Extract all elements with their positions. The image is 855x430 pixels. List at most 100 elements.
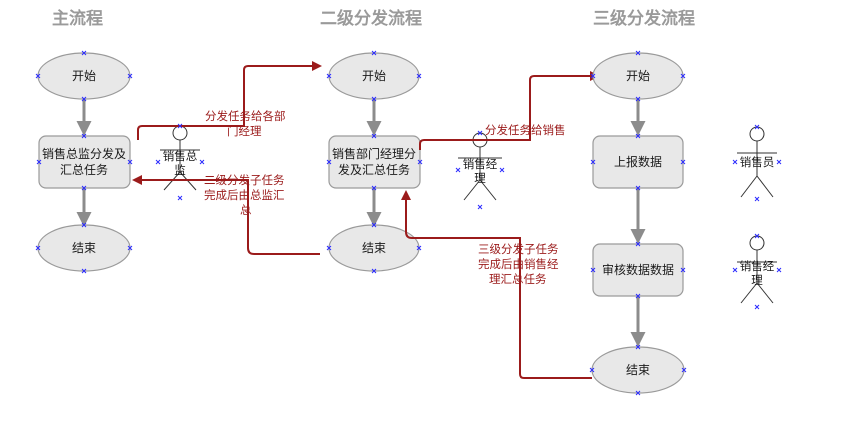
third-start-node[interactable]: 开始 [592, 52, 684, 100]
connection-marker [326, 159, 332, 165]
heading-second-level-flow: 二级分发流程 [320, 8, 422, 29]
sales-manager-actor-label-line2: 理 [751, 273, 763, 287]
sales-manager-actor: 销售经 理 [737, 235, 777, 304]
connection-marker [81, 268, 87, 274]
third-review-node[interactable]: 审核数据数据 [592, 243, 684, 297]
manager-actor-label-line1: 销售经 [463, 157, 498, 171]
connection-marker [371, 185, 377, 191]
heading-third-level-flow: 三级分发流程 [593, 8, 695, 29]
connection-marker [127, 159, 133, 165]
connection-marker [680, 73, 686, 79]
connection-marker [635, 344, 641, 350]
main-start-node[interactable]: 开始 [37, 52, 131, 100]
main-task-label-line2: 汇总任务 [60, 162, 108, 177]
connection-markers [35, 50, 782, 396]
second-end-label: 结束 [362, 241, 386, 255]
connection-marker [732, 159, 738, 165]
connection-marker [199, 159, 205, 165]
third-start-label: 开始 [626, 69, 650, 83]
connection-marker [371, 50, 377, 56]
arrow-summary-to-manager [401, 190, 592, 379]
connection-marker [499, 167, 505, 173]
connection-marker [590, 267, 596, 273]
connection-marker [455, 167, 461, 173]
connection-marker [371, 96, 377, 102]
connection-marker [81, 185, 87, 191]
connection-marker [177, 123, 183, 129]
second-task-label-line1: 销售部门经理分 [332, 146, 416, 161]
label-dispatch-dept-line2: 门经理 [227, 124, 262, 138]
connection-marker [680, 267, 686, 273]
connection-marker [635, 390, 641, 396]
main-task-node[interactable]: 销售总监分发及 汇总任务 [38, 135, 131, 189]
arrow-dispatch-to-sales [419, 71, 600, 150]
connection-marker [635, 96, 641, 102]
connection-marker [35, 73, 41, 79]
label-summary-director-line2: 完成后由总监汇 [204, 188, 285, 202]
connection-marker [754, 304, 760, 310]
connection-marker [754, 196, 760, 202]
salesperson-actor-label: 销售员 [740, 155, 775, 169]
main-end-label: 结束 [72, 241, 96, 255]
director-actor-label-line2: 监 [174, 163, 186, 177]
arrow-summary-to-director [132, 175, 320, 255]
connection-marker [416, 245, 422, 251]
second-task-label-line2: 发及汇总任务 [338, 162, 410, 177]
connection-marker [371, 268, 377, 274]
main-task-label-line1: 销售总监分发及 [42, 146, 126, 161]
connection-marker [371, 222, 377, 228]
connection-marker [776, 267, 782, 273]
label-dispatch-sales: 分发任务给销售 [485, 123, 566, 137]
connection-marker [635, 133, 641, 139]
third-end-label: 结束 [626, 363, 650, 377]
connection-marker [635, 293, 641, 299]
connection-marker [371, 133, 377, 139]
label-summary-manager-line1: 三级分发子任务 [478, 242, 559, 256]
connection-marker [416, 73, 422, 79]
second-task-node[interactable]: 销售部门经理分 发及汇总任务 [328, 135, 421, 189]
label-summary-director-line3: 总 [240, 203, 252, 217]
connection-marker [477, 130, 483, 136]
connection-marker [127, 73, 133, 79]
manager-actor: 销售经 理 [458, 132, 502, 201]
connection-marker [681, 367, 687, 373]
connection-marker [326, 73, 332, 79]
third-end-node[interactable]: 结束 [591, 346, 685, 394]
connection-marker [635, 241, 641, 247]
connection-marker [81, 133, 87, 139]
label-dispatch-dept-line1: 分发任务给各部 [205, 109, 286, 123]
manager-actor-label-line2: 理 [474, 171, 486, 185]
connection-marker [754, 124, 760, 130]
connection-marker [155, 159, 161, 165]
connection-marker [35, 245, 41, 251]
main-start-label: 开始 [72, 69, 96, 83]
connection-marker [326, 245, 332, 251]
third-review-label: 审核数据数据 [602, 262, 674, 277]
salesperson-actor: 销售员 [737, 126, 777, 198]
third-report-node[interactable]: 上报数据 [592, 135, 684, 189]
label-summary-manager-line3: 理汇总任务 [489, 272, 547, 286]
arrow-dispatch-to-managers [137, 61, 322, 140]
connection-marker [81, 96, 87, 102]
connection-marker [732, 267, 738, 273]
connection-marker [589, 367, 595, 373]
second-start-node[interactable]: 开始 [328, 52, 420, 100]
director-actor-label-line1: 销售总 [163, 149, 198, 163]
connection-marker [36, 159, 42, 165]
connection-marker [635, 50, 641, 56]
connection-marker [127, 245, 133, 251]
second-start-label: 开始 [362, 69, 386, 83]
label-summary-manager-line2: 完成后由销售经 [478, 257, 559, 271]
connection-marker [417, 159, 423, 165]
main-end-node[interactable]: 结束 [37, 224, 131, 272]
connection-marker [590, 159, 596, 165]
connection-marker [477, 204, 483, 210]
heading-main-flow: 主流程 [52, 8, 103, 29]
sales-manager-actor-label-line1: 销售经 [740, 259, 775, 273]
connection-marker [635, 185, 641, 191]
connection-marker [81, 222, 87, 228]
third-report-label: 上报数据 [614, 154, 662, 169]
connection-marker [81, 50, 87, 56]
connection-marker [680, 159, 686, 165]
